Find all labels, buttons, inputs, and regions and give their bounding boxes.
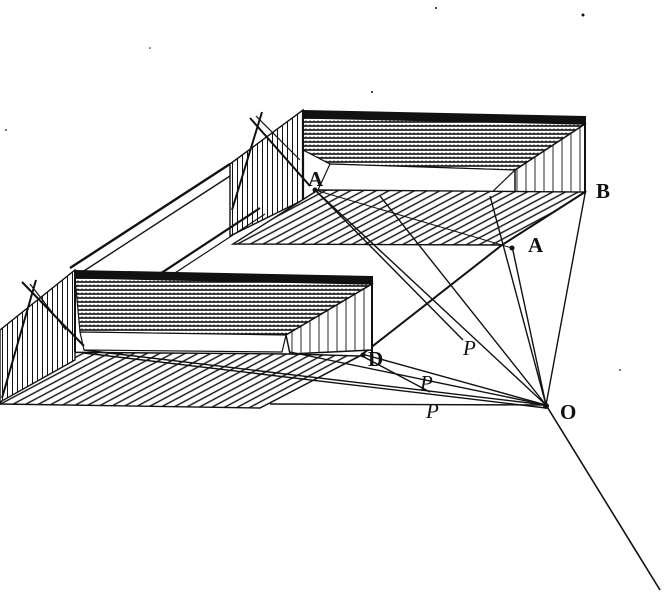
- point-O: [543, 403, 549, 409]
- label-O: O: [560, 400, 576, 424]
- lower-left-post: [0, 268, 76, 403]
- label-A-right: A: [528, 233, 544, 257]
- ray-A-upper-to-O-2: [314, 189, 464, 341]
- ray-D-to-O: [361, 353, 547, 406]
- point-markers: [312, 187, 549, 409]
- figure-labels: A B A D O P P P: [308, 167, 610, 424]
- label-P-lower: P: [425, 399, 439, 423]
- side-rails: [69, 162, 586, 357]
- ray-mid-to-O: [379, 195, 547, 406]
- ray-lower-to-O-3: [289, 351, 547, 406]
- lower-box-opening: [79, 331, 287, 353]
- extension-line-below-O: [545, 404, 661, 591]
- label-P-middle: P: [419, 371, 433, 395]
- label-P-upper: P: [462, 336, 476, 360]
- upper-box-top-face: [303, 110, 585, 124]
- label-B: B: [596, 179, 610, 203]
- ray-lower-to-O-1: [83, 349, 547, 406]
- A-to-A-link: [314, 189, 513, 249]
- label-A-upper: A: [308, 167, 324, 191]
- lower-box: [0, 268, 375, 409]
- support-sticks: [1, 111, 311, 399]
- ray-P-to-D: [361, 355, 431, 393]
- ray-A-right-to-O: [511, 245, 547, 406]
- ray-lower-to-O-4: [269, 403, 547, 406]
- lower-box-top-band: [75, 270, 372, 284]
- upper-box: [229, 108, 588, 246]
- ray-B-to-O: [545, 193, 586, 406]
- point-D: [360, 352, 366, 358]
- ray-lower-to-O-2: [83, 352, 547, 409]
- point-A-upper: [312, 187, 318, 193]
- ray-upper-box-to-O: [489, 195, 547, 406]
- ray-A-upper-to-O: [314, 189, 547, 406]
- label-D: D: [368, 347, 383, 371]
- paper-specks: [5, 7, 621, 371]
- point-A-right: [509, 245, 515, 251]
- projection-rays: [83, 189, 661, 591]
